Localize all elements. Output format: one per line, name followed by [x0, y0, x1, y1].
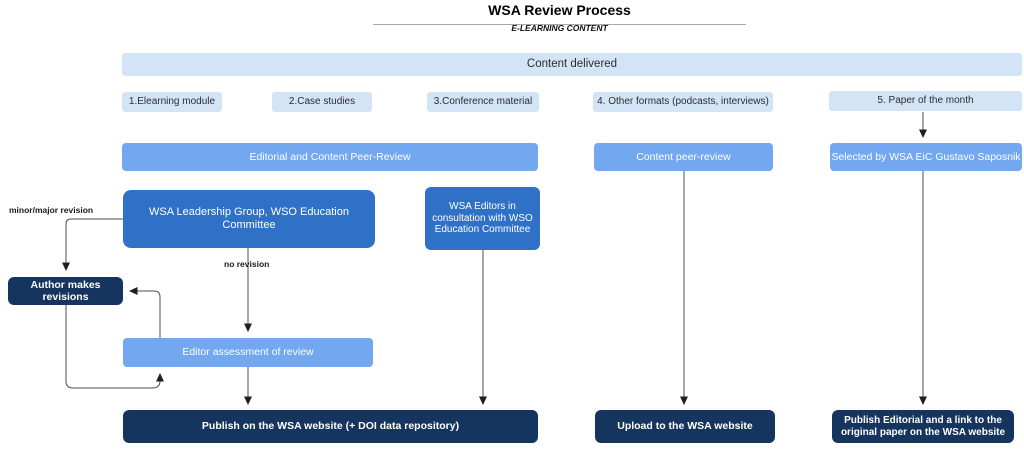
source-other-formats: 4. Other formats (podcasts, interviews): [593, 92, 773, 112]
connector-author-to-assessment: [65, 305, 164, 389]
author-makes-revisions-box: Author makes revisions: [8, 277, 123, 305]
publish-wsa-website-box: Publish on the WSA website (+ DOI data r…: [123, 410, 538, 443]
connector-minor-major-revision: [62, 218, 123, 271]
source-paper-of-the-month: 5. Paper of the month: [829, 91, 1022, 111]
wsa-leadership-group-box: WSA Leadership Group, WSO Education Comm…: [123, 190, 375, 248]
selected-by-eic-box: Selected by WSA EiC Gustavo Saposnik: [830, 143, 1022, 171]
publish-editorial-box: Publish Editorial and a link to the orig…: [832, 410, 1014, 443]
content-peer-review-box: Content peer-review: [594, 143, 773, 171]
wsa-editors-box: WSA Editors in consultation with WSO Edu…: [425, 187, 540, 250]
connector-assessment-to-author: [129, 287, 161, 338]
source-case-studies: 2.Case studies: [272, 92, 372, 112]
diagram-title-block: WSA Review Process: [373, 0, 746, 25]
source-conference-material: 3.Conference material: [427, 92, 539, 112]
page-title: WSA Review Process: [488, 2, 631, 18]
editorial-content-peer-review-box: Editorial and Content Peer-Review: [122, 143, 538, 171]
editor-assessment-box: Editor assessment of review: [123, 338, 373, 367]
no-revision-label: no revision: [224, 259, 270, 269]
content-delivered-banner: Content delivered: [122, 53, 1022, 76]
minor-major-revision-label: minor/major revision: [9, 205, 94, 215]
source-elearning-module: 1.Elearning module: [122, 92, 222, 112]
page-subtitle: E-LEARNING CONTENT: [511, 23, 608, 33]
upload-wsa-website-box: Upload to the WSA website: [595, 410, 775, 443]
